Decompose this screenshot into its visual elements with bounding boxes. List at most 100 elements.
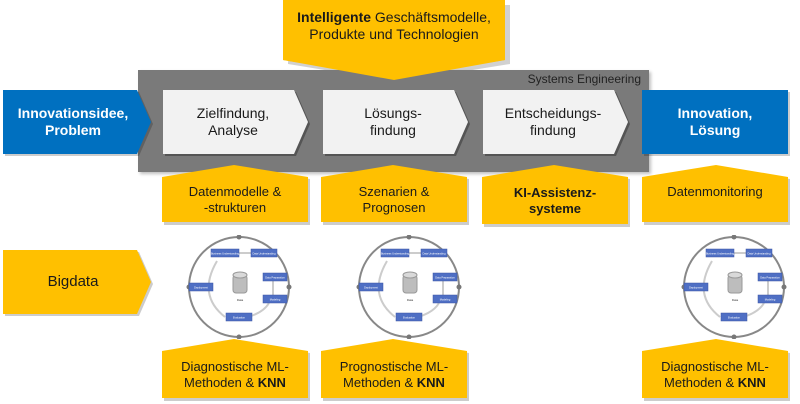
crisp-dm-svg: Data Business Understanding Data Understan… <box>681 234 787 340</box>
crisp-phase-box <box>432 294 458 304</box>
method-line1: Prognostische ML- <box>339 358 449 374</box>
bigdata-box: Bigdata <box>3 250 153 316</box>
step-loesungsfindung: Lösungs- findung <box>323 90 473 156</box>
database-icon-top <box>402 271 418 279</box>
database-icon-top <box>232 271 248 279</box>
method-box-prognostisch: Prognostische ML- Methoden & KNN <box>321 339 471 401</box>
crisp-data-label: Data <box>732 298 739 302</box>
crisp-data-label: Data <box>237 298 244 302</box>
capability-shape <box>642 165 790 225</box>
crisp-phase-label: Data Understanding <box>747 252 771 256</box>
crisp-phase-label: Evaluation <box>728 316 741 320</box>
step-line1: Zielfindung, <box>196 105 270 122</box>
top-goal-tip <box>283 0 508 80</box>
crisp-phase-box <box>225 312 253 322</box>
crisp-phase-label: Business Understanding <box>211 252 240 256</box>
method-knn: KNN <box>416 374 445 390</box>
start-box: Innovationsidee, Problem <box>3 90 153 156</box>
capability-box-ki-assistenz: KI-Assistenz- systeme <box>482 165 632 227</box>
crisp-phase-label: Business Understanding <box>706 252 735 256</box>
crisp-phase-label: Data Understanding <box>422 252 446 256</box>
step-shape <box>483 90 630 156</box>
step-entscheidungsfindung: Entscheidungs- findung <box>483 90 633 156</box>
crisp-phase-box <box>683 282 709 292</box>
capability-shape <box>162 165 310 225</box>
method-box-diagnostisch: Diagnostische ML- Methoden & KNN <box>162 339 312 401</box>
inner-arc <box>377 260 396 318</box>
crisp-phase-label: Evaluation <box>233 316 246 320</box>
method-knn: KNN <box>257 374 286 390</box>
systems-engineering-label: Systems Engineering <box>527 72 641 86</box>
ring-arrow-icon <box>236 234 242 240</box>
crisp-dm-svg: Data Business Understanding Data Understan… <box>356 234 462 340</box>
ring-arrow-icon <box>731 234 737 240</box>
end-box: Innovation, Lösung <box>642 90 790 156</box>
capability-line1: Datenmodelle & <box>188 183 282 199</box>
capability-shape <box>321 165 469 225</box>
capability-line1: Datenmonitoring <box>667 183 763 199</box>
capability-box-szenarien: Szenarien & Prognosen <box>321 165 471 225</box>
capability-line2: systeme <box>528 200 582 216</box>
ring-arrow-icon <box>286 284 292 290</box>
start-shape <box>3 90 153 156</box>
step-zielfindung: Zielfindung, Analyse <box>163 90 313 156</box>
crisp-phase-label: Modeling <box>440 298 451 302</box>
capability-shape <box>482 165 630 227</box>
crisp-phase-label: Deployment <box>194 286 208 290</box>
crisp-phase-box <box>420 248 448 258</box>
ring-arrow-icon <box>456 284 462 290</box>
crisp-phase-label: Deployment <box>364 286 378 290</box>
ring-arrow-icon <box>406 334 412 340</box>
crisp-phase-box <box>250 248 278 258</box>
crisp-phase-box <box>358 282 384 292</box>
end-line1: Innovation, <box>677 105 753 122</box>
capability-line2: Prognosen <box>362 199 426 215</box>
step-shape <box>323 90 470 156</box>
capability-box-datenmonitoring: Datenmonitoring <box>642 165 792 225</box>
inner-arc <box>207 260 226 318</box>
crisp-phase-label: Data Understanding <box>252 252 276 256</box>
step-line1: Lösungs- <box>364 105 422 122</box>
inner-arc <box>702 260 721 318</box>
step-line1: Entscheidungs- <box>504 105 602 122</box>
crisp-dm-cycle: Data Business Understanding Data Understan… <box>672 234 800 340</box>
capability-line2: -strukturen <box>203 199 267 215</box>
crisp-phase-label: Modeling <box>765 298 776 302</box>
step-line2: Analyse <box>208 122 258 138</box>
crisp-phase-box <box>380 248 410 258</box>
crisp-phase-label: Business Understanding <box>381 252 410 256</box>
crisp-phase-box <box>262 272 288 282</box>
start-line1: Innovationsidee, <box>17 105 129 122</box>
crisp-phase-box <box>188 282 214 292</box>
ring-arrow-icon <box>406 234 412 240</box>
crisp-dm-cycle: Data Business Understanding Data Understan… <box>347 234 475 340</box>
crisp-phase-label: Data Preparation <box>760 276 780 280</box>
step-line2: findung <box>530 122 576 138</box>
crisp-phase-box <box>757 272 783 282</box>
method-line2: Methoden & <box>664 374 738 390</box>
crisp-phase-box <box>745 248 773 258</box>
crisp-dm-cycle: Data Business Understanding Data Understan… <box>177 234 305 340</box>
step-line2: findung <box>370 122 416 138</box>
crisp-data-label: Data <box>407 298 414 302</box>
method-line2: Methoden & <box>343 374 417 390</box>
method-box-diagnostisch-2: Diagnostische ML- Methoden & KNN <box>642 339 792 401</box>
crisp-phase-box <box>705 248 735 258</box>
method-shape <box>321 339 469 401</box>
method-line1: Diagnostische ML- <box>181 358 289 374</box>
method-line1: Diagnostische ML- <box>661 358 769 374</box>
crisp-phase-box <box>432 272 458 282</box>
ring-arrow-icon <box>236 334 242 340</box>
method-line2: Methoden & <box>184 374 258 390</box>
crisp-phase-box <box>720 312 748 322</box>
capability-line1: Szenarien & <box>358 183 430 199</box>
crisp-phase-label: Evaluation <box>403 316 416 320</box>
bigdata-shape <box>3 250 153 316</box>
top-goal-line2: Produkte und Technologien <box>309 26 479 42</box>
crisp-phase-label: Data Preparation <box>265 276 285 280</box>
crisp-phase-label: Deployment <box>689 286 703 290</box>
ring-arrow-icon <box>731 334 737 340</box>
crisp-phase-label: Modeling <box>270 298 281 302</box>
database-icon-top <box>727 271 743 279</box>
start-line2: Problem <box>44 122 101 138</box>
